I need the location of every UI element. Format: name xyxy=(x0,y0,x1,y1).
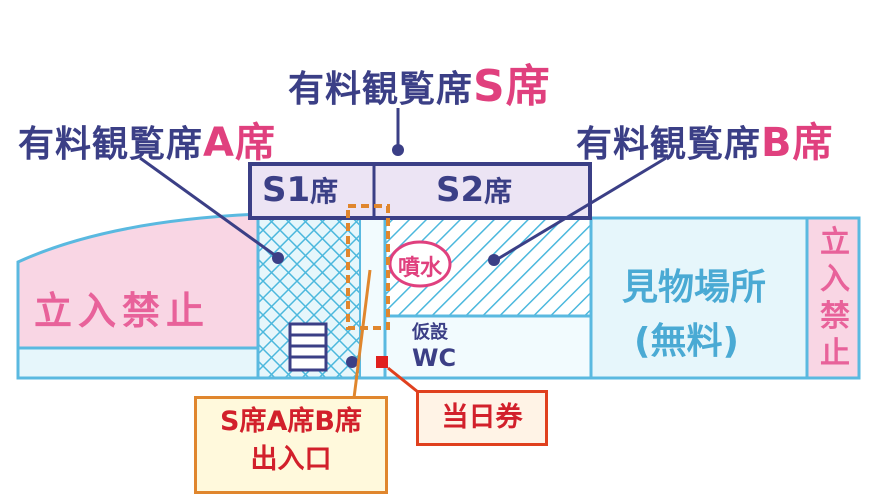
no-entry-left-label: 立入禁止 xyxy=(34,289,211,333)
wc-label: WC xyxy=(412,344,457,372)
stairs-icon xyxy=(288,322,328,372)
same-day-marker xyxy=(376,356,388,368)
s-stand-box xyxy=(248,162,592,220)
s1-label: S1席 xyxy=(262,170,339,210)
entrance-marker xyxy=(346,204,390,330)
a-leader xyxy=(139,156,277,258)
left-lower-band xyxy=(16,346,264,380)
viewing-area-free-label: (無料) xyxy=(634,321,739,362)
s2-label: S2席 xyxy=(436,170,513,210)
b-seat-label: 有料観覧席B席 xyxy=(576,120,834,166)
entrance-callout-line2: 出入口 xyxy=(250,444,332,475)
no-entry-right-area xyxy=(805,216,861,380)
no-entry-right-label: 立 入 禁 止 xyxy=(820,225,850,371)
same-day-callout: 当日券 xyxy=(416,390,548,446)
a-seat-label: 有料観覧席A席 xyxy=(18,120,276,166)
temp-label: 仮設 xyxy=(412,322,448,343)
viewing-area-label: 見物場所 xyxy=(622,267,767,308)
b-leader xyxy=(495,156,667,262)
viewing-area xyxy=(589,216,809,380)
entrance-callout: S席A席B席 出入口 xyxy=(194,396,388,494)
entrance-callout-line1: S席A席B席 xyxy=(220,406,362,437)
fountain-label: 噴水 xyxy=(398,256,443,281)
s-seat-label: 有料観覧席S席 xyxy=(288,61,551,112)
